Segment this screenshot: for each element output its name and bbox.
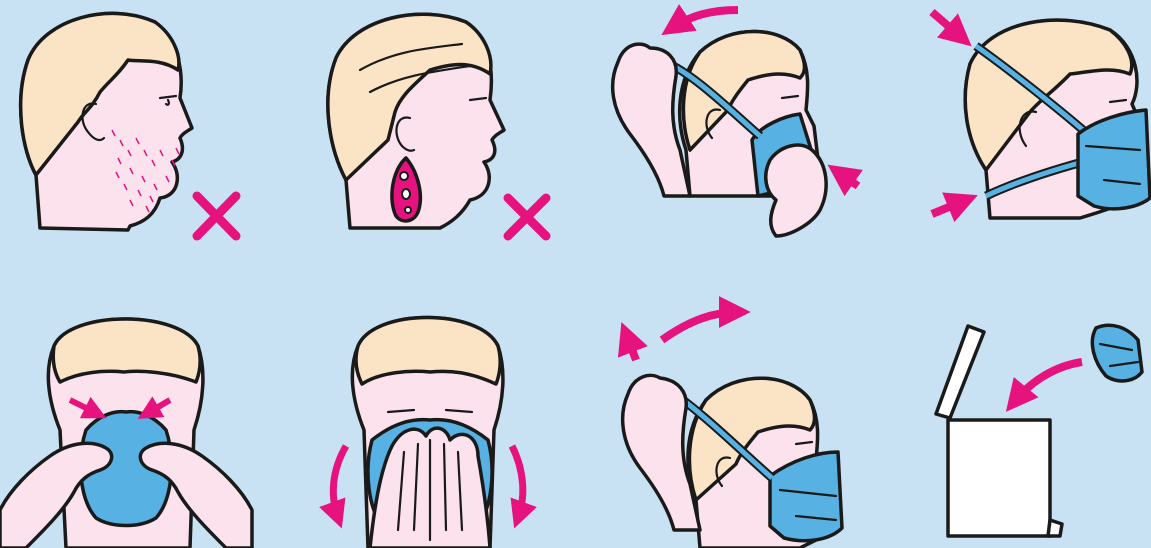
arrow-icon bbox=[672, 10, 738, 28]
bin-pedal bbox=[1048, 520, 1062, 536]
bin-lid-open bbox=[936, 326, 984, 418]
arrow-icon bbox=[838, 172, 858, 186]
arrow-icon bbox=[662, 312, 738, 340]
arrow-icon bbox=[932, 200, 966, 214]
arrow-icon bbox=[512, 446, 523, 518]
panel-dispose-in-bin bbox=[936, 325, 1142, 536]
hand-holding-mask bbox=[766, 145, 826, 236]
hair bbox=[53, 319, 200, 382]
cross-icon bbox=[197, 196, 236, 236]
panel-no-beard bbox=[21, 13, 236, 236]
arrow-icon bbox=[932, 12, 962, 38]
arrow-icon bbox=[1014, 362, 1082, 402]
used-mask-icon bbox=[1092, 325, 1142, 381]
panel-no-earrings bbox=[328, 14, 546, 236]
panel-position-straps bbox=[932, 12, 1150, 218]
panel-pull-upper-strap bbox=[613, 10, 858, 236]
panel-pinch-nose-clip bbox=[0, 319, 252, 548]
panel-seal-check bbox=[333, 318, 522, 548]
arrow-icon bbox=[626, 334, 636, 360]
arrow-icon bbox=[333, 446, 346, 518]
cross-icon bbox=[508, 198, 546, 236]
bin-body bbox=[948, 420, 1050, 536]
panel-remove-straps bbox=[623, 312, 842, 548]
